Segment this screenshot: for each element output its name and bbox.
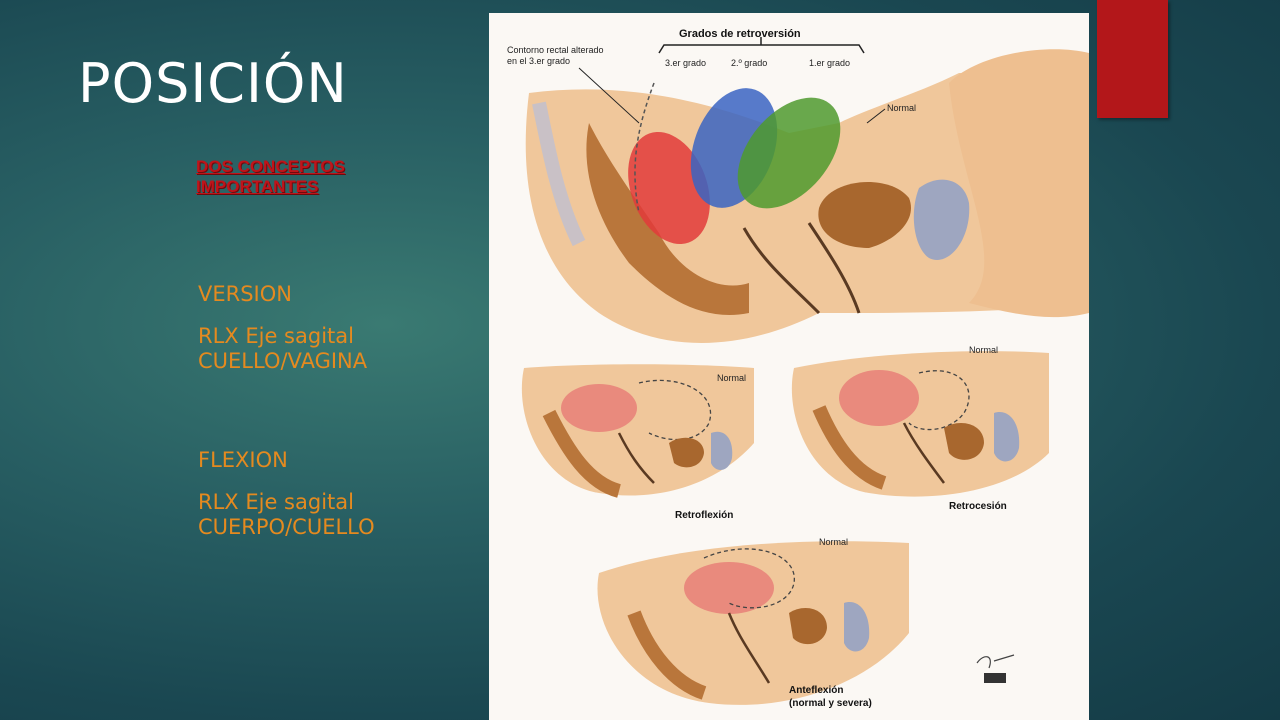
bullet-flexion-detail: RLX Eje sagital CUERPO/CUELLO	[198, 490, 375, 539]
retroflexion-panel: Normal Retroflexión	[521, 364, 754, 521]
grade-3-label: 3.er grado	[665, 58, 706, 68]
rectal-note-line1: Contorno rectal alterado	[507, 45, 604, 55]
normal-label-retrocesion: Normal	[969, 345, 998, 355]
signature-mark	[976, 654, 1015, 683]
normal-label-top: Normal	[887, 103, 916, 113]
grade-1-label: 1.er grado	[809, 58, 850, 68]
accent-tab	[1097, 0, 1168, 118]
anteflexion-sublabel: (normal y severa)	[789, 698, 872, 709]
retrocesion-panel: Normal Retrocesión	[791, 345, 1049, 512]
normal-label-anteflexion: Normal	[819, 537, 848, 547]
anteflexion-panel: Normal Anteflexión (normal y severa)	[597, 537, 909, 709]
retrocesion-label: Retrocesión	[949, 501, 1007, 512]
bullet-version-detail: RLX Eje sagital CUELLO/VAGINA	[198, 324, 368, 373]
anatomy-figure: Grados de retroversión 3.er grado 2.º gr…	[489, 13, 1089, 720]
grade-2-label: 2.º grado	[731, 58, 767, 68]
grades-header: Grados de retroversión	[679, 28, 801, 40]
normal-label-retroflexion: Normal	[717, 373, 746, 383]
retroversion-panel: Grados de retroversión 3.er grado 2.º gr…	[507, 28, 1089, 343]
bullet-version: VERSION	[198, 282, 292, 306]
slide-subtitle: DOS CONCEPTOS IMPORTANTES	[196, 157, 345, 196]
rectal-note-line2: en el 3.er grado	[507, 56, 570, 66]
retroflexion-label: Retroflexión	[675, 510, 733, 521]
slide-title: POSICIÓN	[78, 52, 348, 115]
bullet-flexion: FLEXION	[198, 448, 288, 472]
anteflexion-label: Anteflexión	[789, 685, 843, 696]
